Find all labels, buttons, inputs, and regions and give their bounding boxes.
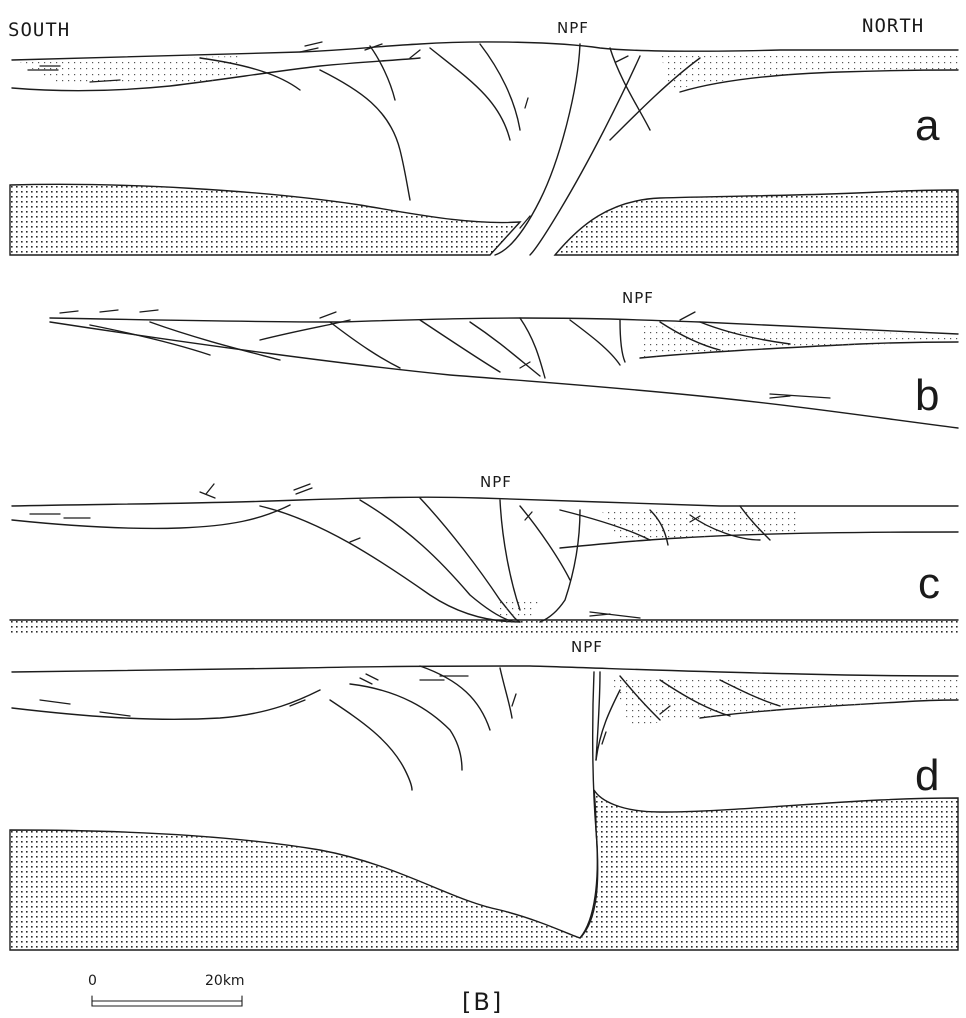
south-label: SOUTH (8, 19, 70, 41)
npf-label-b: NPF (622, 289, 654, 307)
scale-bar: 0 20km (88, 973, 245, 1006)
scale-start-label: 0 (88, 973, 97, 989)
npf-label-a: NPF (557, 19, 589, 37)
panel-d: NPF d (10, 638, 958, 950)
npf-label-c: NPF (480, 473, 512, 491)
npf-label-d: NPF (571, 638, 603, 656)
figure-label: [B] (462, 988, 503, 1016)
basement-a-right (555, 190, 958, 255)
panel-label-a: a (915, 101, 940, 150)
sheet-base-d (12, 690, 320, 719)
sheet-base-c (12, 505, 290, 528)
panel-label-d: d (915, 751, 939, 800)
basement-c (10, 620, 958, 636)
surface-line-d (12, 666, 958, 676)
north-label: NORTH (862, 15, 924, 37)
surface-line-c (12, 497, 958, 506)
scale-end-label: 20km (205, 973, 245, 989)
basement-a (10, 184, 520, 255)
panel-b: NPF b (50, 289, 958, 428)
panel-label-c: c (918, 559, 940, 608)
panel-a: NPF a (10, 19, 958, 255)
basement-d (10, 790, 958, 950)
panel-label-b: b (915, 371, 939, 420)
panel-c: NPF c (10, 473, 958, 636)
